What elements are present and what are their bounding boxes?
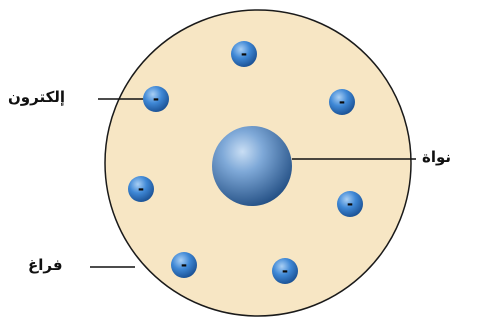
nucleus-label: نواة — [422, 148, 452, 166]
space-label: فراغ — [28, 256, 63, 274]
electron-charge-sign: - — [282, 262, 288, 280]
electron: - — [329, 89, 355, 115]
electron: - — [231, 41, 257, 67]
electron-sphere — [128, 176, 154, 202]
electron-sphere — [171, 252, 197, 278]
electron-charge-sign: - — [347, 195, 353, 213]
electron-sphere — [231, 41, 257, 67]
electron-sphere — [143, 86, 169, 112]
electron-charge-sign: - — [138, 180, 144, 198]
electron: - — [337, 191, 363, 217]
electron-sphere — [272, 258, 298, 284]
electron-charge-sign: - — [181, 256, 187, 274]
electron-charge-sign: - — [241, 45, 247, 63]
electron-group: - - - - - - - — [128, 41, 363, 284]
electron: - — [128, 176, 154, 202]
electron-sphere — [337, 191, 363, 217]
electron-sphere — [329, 89, 355, 115]
electron-label: إلكترون — [8, 88, 66, 106]
electron: - — [171, 252, 197, 278]
electron: - — [272, 258, 298, 284]
electron-charge-sign: - — [153, 90, 159, 108]
nucleus — [212, 126, 292, 206]
electron: - — [143, 86, 169, 112]
electron-charge-sign: - — [339, 93, 345, 111]
